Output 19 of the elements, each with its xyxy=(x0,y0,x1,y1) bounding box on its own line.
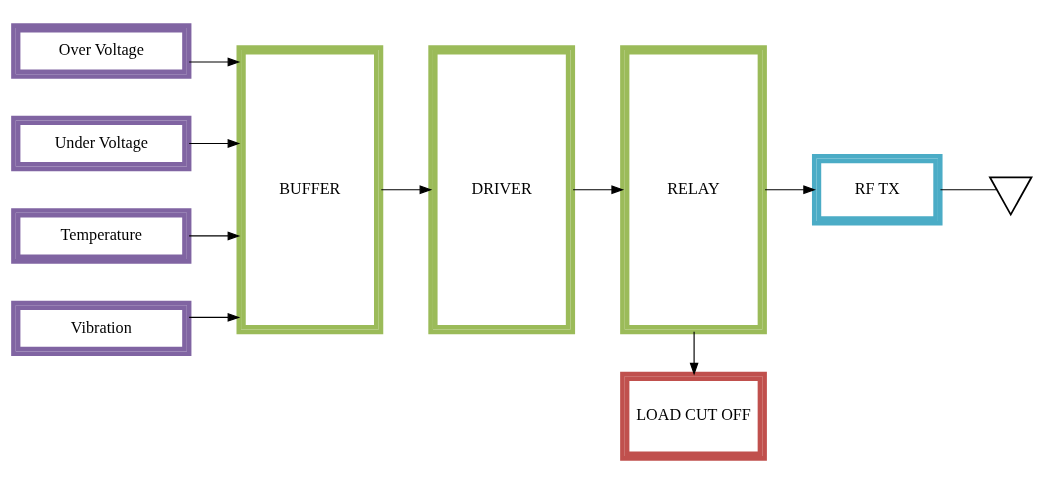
node-box: LOAD CUT OFF xyxy=(620,371,767,461)
node-box: Temperature xyxy=(11,208,192,264)
arrow xyxy=(188,57,241,67)
connector xyxy=(939,189,998,191)
arrow xyxy=(689,331,699,376)
node-box: Vibration xyxy=(11,300,192,357)
node-box: Over Voltage xyxy=(11,23,192,79)
arrow xyxy=(188,139,241,148)
node-box: RF TX xyxy=(811,153,943,226)
arrow xyxy=(572,185,625,195)
arrow xyxy=(188,231,241,241)
arrow xyxy=(380,185,433,195)
node-antenna xyxy=(988,176,1033,217)
arrow xyxy=(188,312,241,322)
node-box: Under Voltage xyxy=(11,115,192,172)
arrow xyxy=(764,185,816,195)
node-box: DRIVER xyxy=(428,45,576,335)
node-box: RELAY xyxy=(620,45,767,335)
node-box: BUFFER xyxy=(236,45,384,335)
